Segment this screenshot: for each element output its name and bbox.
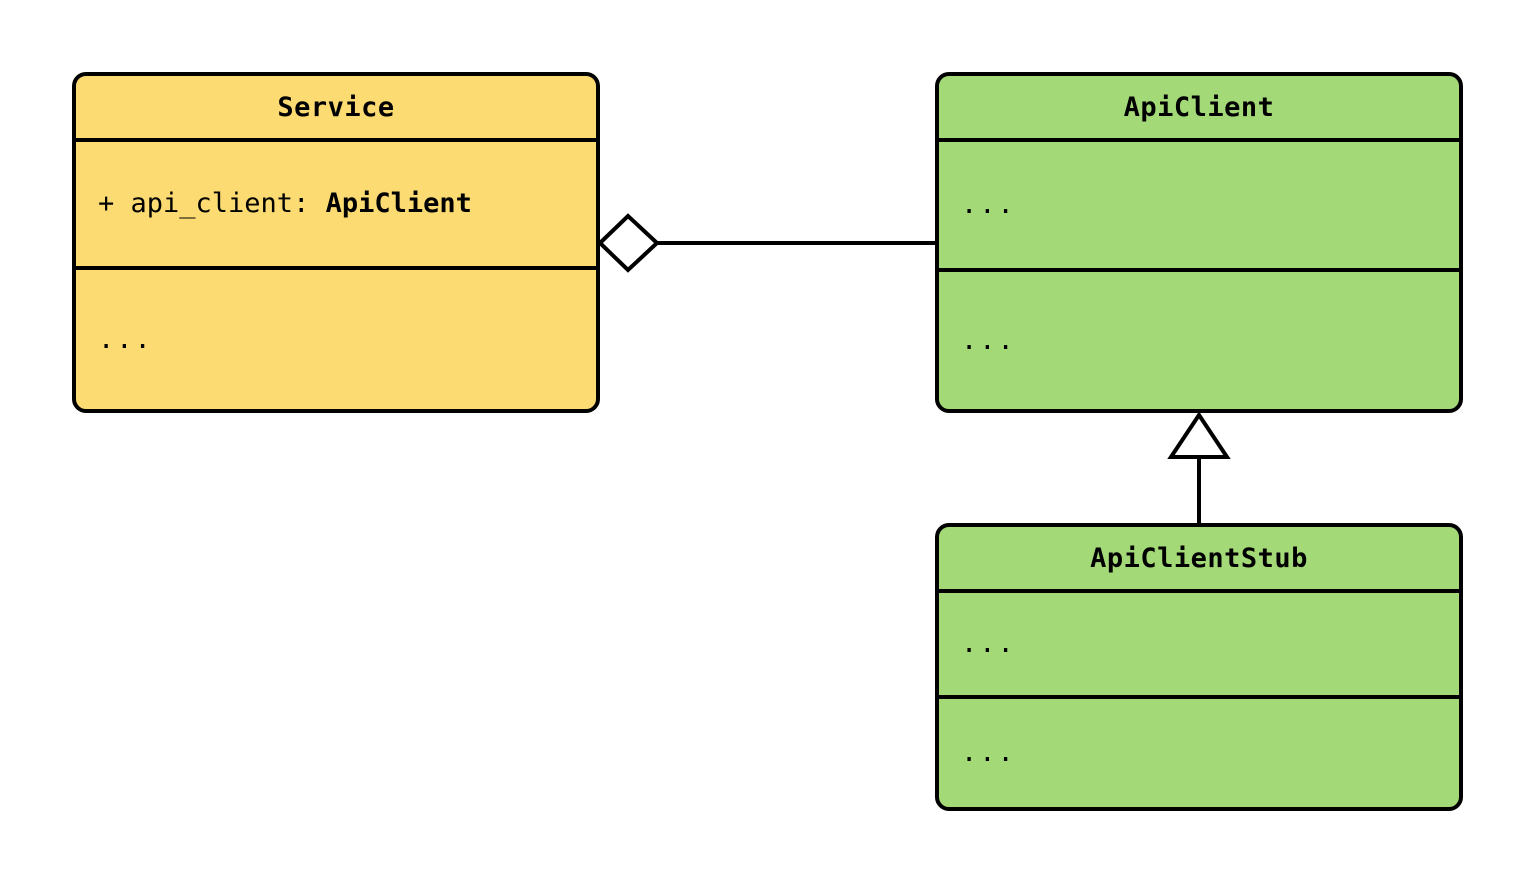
relationship-generalization-apiclientstub-apiclient[interactable] [1167,411,1231,523]
class-attributes-compartment-service: + api_client: ApiClient [76,138,596,266]
class-box-service[interactable]: Service + api_client: ApiClient ... [72,72,600,413]
attribute-type-api-client: ApiClient [325,188,472,220]
class-box-apiclient[interactable]: ApiClient ... ... [935,72,1463,413]
attribute-label-api-client: + api_client: [98,188,326,220]
class-name-compartment-apiclientstub: ApiClientStub [939,527,1459,589]
operations-placeholder-apiclient: ... [961,324,1016,356]
class-title-apiclientstub: ApiClientStub [1090,542,1308,574]
attributes-placeholder-apiclient: ... [961,189,1016,221]
class-attributes-compartment-apiclientstub: ... [939,589,1459,695]
class-name-compartment-service: Service [76,76,596,138]
operations-placeholder-apiclientstub: ... [961,737,1016,769]
class-operations-compartment-service: ... [76,266,596,409]
class-title-apiclient: ApiClient [1123,91,1275,123]
class-box-apiclientstub[interactable]: ApiClientStub ... ... [935,523,1463,811]
class-title-service: Service [277,91,395,123]
relationship-aggregation-service-apiclient[interactable] [597,213,935,273]
attribute-row-api-client: + api_client: ApiClient [98,189,472,219]
attributes-placeholder-apiclientstub: ... [961,628,1016,660]
class-operations-compartment-apiclient: ... [939,268,1459,409]
class-name-compartment-apiclient: ApiClient [939,76,1459,138]
class-attributes-compartment-apiclient: ... [939,138,1459,268]
operations-placeholder-service: ... [98,323,153,355]
hollow-triangle-icon [1167,411,1231,459]
hollow-diamond-icon [597,213,660,273]
class-operations-compartment-apiclientstub: ... [939,695,1459,807]
